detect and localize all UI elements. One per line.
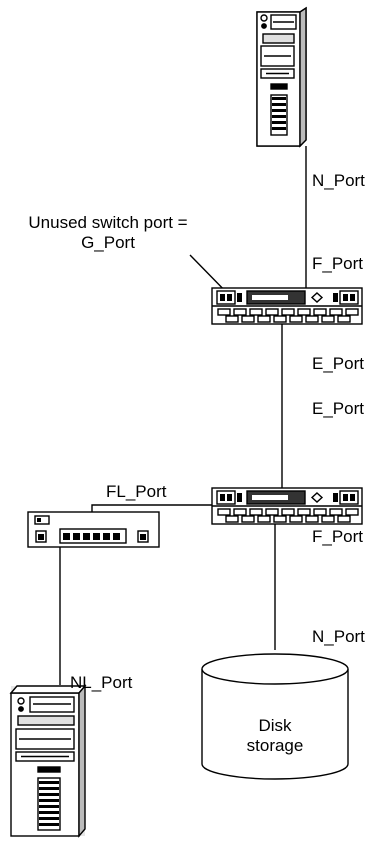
label-unused-switch-port: Unused switch port = G_Port (3, 213, 213, 253)
label-f-port-bottom: F_Port (312, 527, 364, 546)
label-unused-line2: G_Port (81, 233, 135, 252)
label-f-port-top: F_Port (312, 254, 364, 273)
label-nl-port: NL_Port (70, 673, 133, 692)
connectors (59, 146, 307, 685)
label-unused-line1: Unused switch port = (28, 213, 188, 232)
label-e-port-2: E_Port (312, 399, 364, 418)
label-e-port-1: E_Port (312, 354, 364, 373)
hub-icon (27, 511, 160, 548)
label-disk-line2: storage (246, 736, 304, 755)
switch-1-icon (211, 287, 363, 325)
label-disk-line1: Disk (258, 716, 292, 735)
server-tower-top-icon (256, 6, 307, 148)
server-tower-bottom-icon (9, 684, 87, 838)
label-disk-storage: Disk storage (215, 716, 335, 756)
label-fl-port: FL_Port (106, 482, 167, 501)
label-n-port-top: N_Port (312, 171, 365, 190)
disk-storage-icon (201, 653, 349, 780)
line-switch2-to-hub (91, 504, 212, 512)
switch-2-icon (211, 487, 363, 525)
label-n-port-bottom: N_Port (312, 627, 365, 646)
